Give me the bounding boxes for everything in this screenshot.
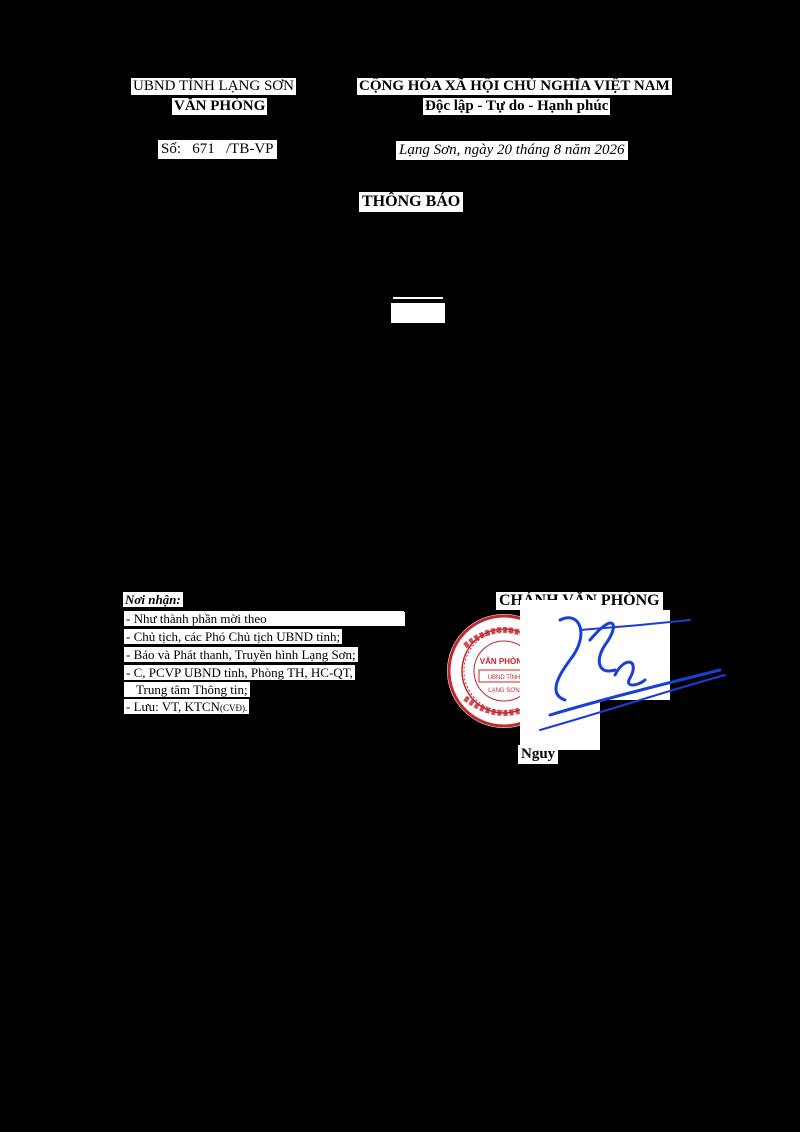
handwritten-signature-icon <box>520 600 726 750</box>
number-suffix: /TB-VP <box>226 141 274 157</box>
recipient-item: - Lưu: VT, KTCN <box>126 699 220 714</box>
svg-text:LẠNG SƠN: LẠNG SƠN <box>488 688 520 694</box>
document-number: Số: 671 /TB-VP <box>158 140 277 159</box>
separator-block <box>391 303 445 323</box>
svg-text:VĂN PHÒNG: VĂN PHÒNG <box>480 657 528 666</box>
office-name: VĂN PHÒNG <box>172 98 268 115</box>
agency-name: UBND TỈNH LẠNG SƠN <box>131 78 296 95</box>
place-date: Lạng Sơn, ngày 20 tháng 8 năm 2026 <box>396 141 628 160</box>
number-label: Số: <box>161 141 182 157</box>
recipient-item-last: - Lưu: VT, KTCN(CVĐ). <box>124 699 250 714</box>
recipient-item: - Báo và Phát thanh, Truyền hình Lạng Sơ… <box>124 647 358 662</box>
recipient-item: Trung tâm Thông tin; <box>124 682 250 697</box>
recipient-item: - Như thành phần mời theo <box>124 611 404 626</box>
recipient-fragment-mark <box>399 612 405 626</box>
separator-rule <box>393 297 443 299</box>
signer-name-fragment: Nguy <box>518 745 559 764</box>
recipient-item: - C, PCVP UBND tỉnh, Phòng TH, HC-QT, <box>124 665 355 680</box>
recipient-note: (CVĐ). <box>219 703 248 713</box>
nation-name: CỘNG HÒA XÃ HỘI CHỦ NGHĨA VIỆT NAM <box>357 78 672 95</box>
recipient-item: - Chủ tịch, các Phó Chủ tịch UBND tỉnh; <box>124 629 343 644</box>
document-title: THÔNG BÁO <box>359 192 464 212</box>
number-value: 671 <box>192 141 215 157</box>
svg-text:UBND TỈNH: UBND TỈNH <box>488 674 521 681</box>
recipients-label: Nơi nhận: <box>123 592 183 607</box>
national-motto: Độc lập - Tự do - Hạnh phúc <box>423 98 611 115</box>
